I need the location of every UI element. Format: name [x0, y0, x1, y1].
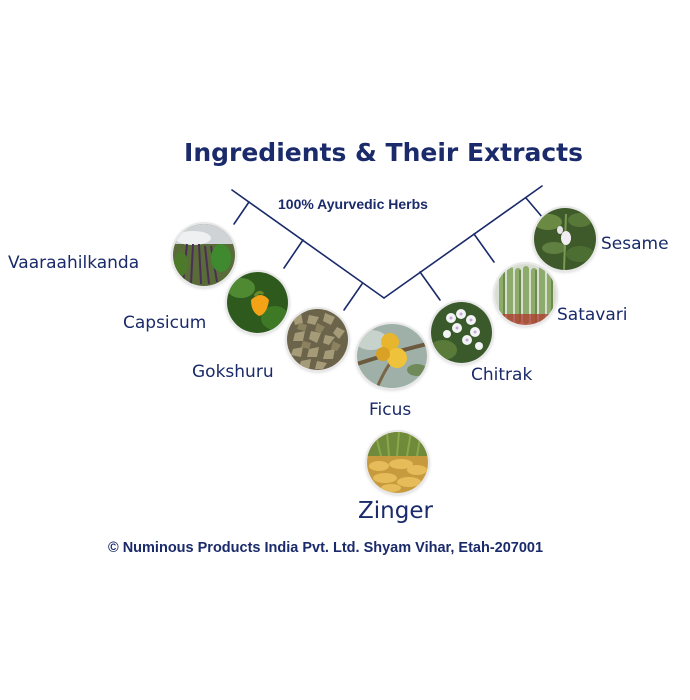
- branch-sesame: [525, 197, 544, 219]
- chitrak-flower-photo: [431, 302, 492, 363]
- ingredient-label-chitrak: Chitrak: [471, 365, 533, 385]
- v-line-left: [231, 189, 385, 299]
- ficus-fruit-photo: [357, 324, 427, 388]
- branch-vaaraahilkanda: [233, 201, 250, 225]
- capsicum-pepper-photo: [227, 272, 288, 333]
- ingredient-label-zinger: Zinger: [358, 498, 433, 524]
- infographic-title: Ingredients & Their Extracts: [184, 138, 583, 167]
- branch-chitrak: [419, 271, 441, 301]
- v-line-right: [383, 185, 543, 299]
- satavari-roots-photo: [495, 264, 556, 325]
- ingredient-label-ficus: Ficus: [369, 400, 412, 420]
- dioscorea-plant-photo: [173, 224, 235, 286]
- ingredient-label-satavari: Satavari: [557, 305, 628, 325]
- footer-copyright: © Numinous Products India Pvt. Ltd. Shya…: [108, 540, 544, 556]
- subtitle: 100% Ayurvedic Herbs: [278, 196, 428, 212]
- gokshuru-seeds-photo: [287, 309, 348, 370]
- ingredient-label-capsicum: Capsicum: [123, 313, 207, 333]
- branch-gokshuru: [343, 283, 363, 311]
- branch-capsicum: [283, 239, 304, 269]
- ginger-root-photo: [367, 432, 428, 493]
- ingredient-label-gokshuru: Gokshuru: [192, 362, 274, 382]
- ingredient-label-vaaraahilkanda: Vaaraahilkanda: [8, 253, 140, 273]
- branch-satavari: [473, 233, 495, 263]
- sesame-plant-photo: [534, 208, 596, 270]
- ingredient-label-sesame: Sesame: [601, 234, 669, 254]
